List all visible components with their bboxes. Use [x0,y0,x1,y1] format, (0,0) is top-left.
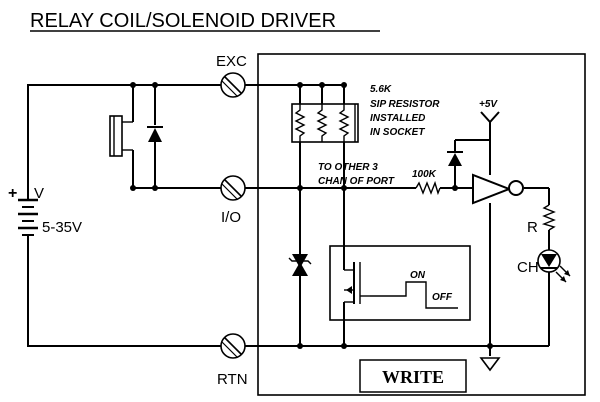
inverting-buffer [472,173,524,205]
junction-dot [319,82,325,88]
led-label: CH [517,259,539,276]
supply-range-label: 5-35V [42,219,82,236]
zener-diode [288,254,312,276]
schematic-title: RELAY COIL/SOLENOID DRIVER [30,10,336,32]
junction-dot [452,185,458,191]
resistor-100k-label: 100K [412,169,437,180]
junction-dot [341,82,347,88]
relay-coil [109,115,134,157]
channel-led [537,249,571,283]
junction-dot [152,185,158,191]
input-clamp-diode [447,151,463,166]
battery-plus-sign: + [8,185,17,202]
led-resistor [541,204,556,231]
to-other-note-line2: CHAN OF PORT [318,176,395,187]
sip-note-line3: IN SOCKET [370,127,425,138]
to-other-note-line1: TO OTHER 3 [318,162,378,173]
led-resistor-label: R [527,219,538,236]
module-enclosure [257,53,586,396]
label-rtn: RTN [217,371,248,388]
label-exc: EXC [216,53,247,70]
junction-dot [130,185,136,191]
flyback-diode [147,126,163,142]
junction-dot [297,343,303,349]
terminal-io [220,175,246,201]
terminal-exc [220,72,246,98]
sip-note-line1: SIP RESISTOR [370,99,440,110]
supply-voltage-label: V [34,185,44,202]
vcc-symbol [480,111,500,124]
sip-resistor-network [291,103,359,143]
external-wiring [27,84,221,347]
waveform-off-label: OFF [432,292,453,303]
output-mosfet [344,262,370,304]
on-off-waveform [370,281,458,309]
junction-dot [341,343,347,349]
label-io: I/O [221,209,241,226]
output-fet-box [329,245,471,321]
write-label-box [359,359,467,393]
sip-note-line2: INSTALLED [370,113,425,124]
supply-battery [18,180,38,260]
terminal-rtn [220,333,246,359]
junction-dot [297,185,303,191]
junction-dot [152,82,158,88]
junction-dot [297,82,303,88]
junction-dot [130,82,136,88]
junction-dot [487,343,493,349]
internal-wiring [245,84,550,356]
vcc-label: +5V [479,99,498,110]
ground-symbol [479,357,501,372]
waveform-on-label: ON [410,270,426,281]
write-label: WRITE [382,367,444,387]
resistor-100k [415,180,441,196]
sip-value-label: 5.6K [370,84,392,95]
junction-dot [341,185,347,191]
